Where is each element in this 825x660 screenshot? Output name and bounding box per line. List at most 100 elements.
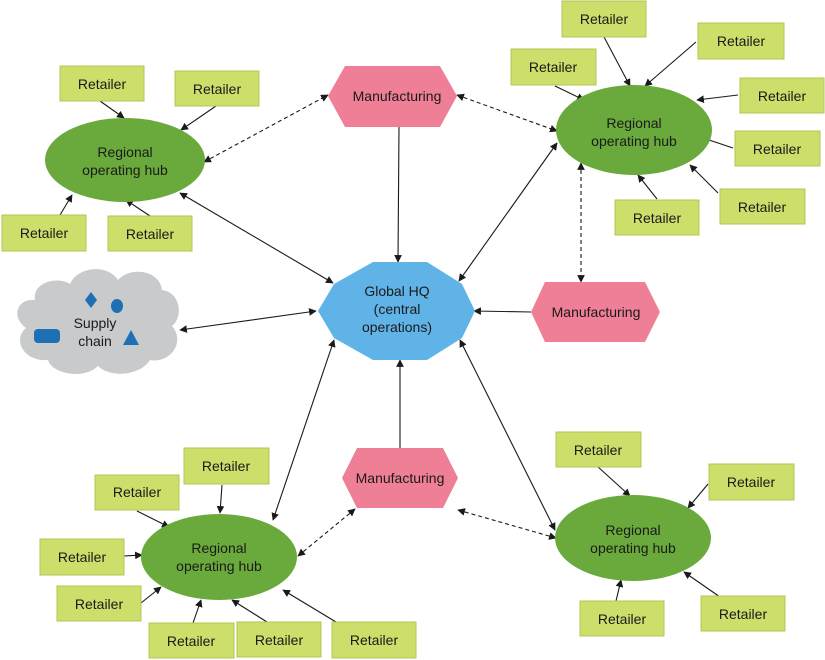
retailer-node: Retailer	[579, 600, 665, 637]
edge-hub-sw-hq	[271, 339, 336, 521]
manufacturing-right: Manufacturing	[531, 282, 660, 342]
retailer-node: Retailer	[236, 621, 322, 658]
edge-mfg-top-hub-nw	[203, 94, 329, 163]
edge-mfg-top-hq	[394, 126, 402, 263]
manufacturing-top-shape	[328, 66, 457, 127]
retailer-node: Retailer	[59, 65, 145, 102]
retailer-label: Retailer	[738, 199, 787, 215]
edge-retailer-hub-nw	[59, 194, 73, 216]
retailer-label: Retailer	[75, 596, 124, 612]
retailer-label: Retailer	[598, 611, 647, 627]
retailer-node: Retailer	[183, 447, 270, 485]
edge-retailer-hub-sw	[192, 599, 203, 624]
retailer-label: Retailer	[580, 11, 629, 27]
edge-retailer-hub-ne	[603, 36, 631, 87]
retailer-node: Retailer	[614, 199, 700, 236]
supply-chain-label-line-1: Supply	[74, 315, 117, 331]
edge-retailer-hub-sw	[282, 589, 337, 623]
hq-label-line-1: Global HQ	[364, 283, 429, 299]
edge-retailer-hub-sw	[231, 599, 268, 623]
retailer-node: Retailer	[739, 77, 825, 114]
triangle-icon	[123, 330, 139, 345]
hub-se-shape	[555, 495, 711, 581]
retailer-node: Retailer	[56, 585, 142, 622]
hub-sw: Regional operating hub	[141, 514, 297, 600]
retailer-node: Retailer	[1, 214, 87, 252]
rectangle-icon	[34, 329, 60, 343]
hq-label-line-2: (central	[374, 301, 421, 317]
edge-retailer-hub-nw	[180, 105, 217, 131]
retailer-node: Retailer	[708, 463, 795, 501]
hub-nw-shape	[45, 118, 205, 202]
retailer-label: Retailer	[719, 606, 768, 622]
edge-hub-nw-hq	[179, 192, 334, 284]
retailer-node: Retailer	[94, 474, 180, 511]
global-hq-shape	[318, 262, 475, 360]
edge-retailer-hub-ne	[637, 174, 658, 200]
retailer-label: Retailer	[58, 549, 107, 565]
retailer-label: Retailer	[758, 88, 807, 104]
retailer-node: Retailer	[107, 215, 193, 252]
retailer-label: Retailer	[20, 225, 69, 241]
retailer-label: Retailer	[78, 76, 127, 92]
hub-nw-label-line-2: operating hub	[82, 162, 168, 178]
retailer-label: Retailer	[193, 81, 242, 97]
retailer-node: Retailer	[510, 48, 597, 86]
retailer-label: Retailer	[574, 442, 623, 458]
manufacturing-right-label: Manufacturing	[552, 304, 641, 320]
hub-se: Regional operating hub	[555, 495, 711, 581]
retailer-label: Retailer	[633, 210, 682, 226]
hub-nw-label-line-1: Regional	[97, 144, 152, 160]
hub-nw: Regional operating hub	[45, 118, 205, 202]
retailer-label: Retailer	[167, 633, 216, 649]
edge-retailer-hub-ne	[554, 85, 585, 101]
retailer-label: Retailer	[727, 474, 776, 490]
edge-retailer-hub-nw	[125, 199, 151, 217]
retailer-label: Retailer	[255, 632, 304, 648]
connections	[59, 36, 739, 624]
retailer-node: Retailer	[174, 70, 260, 107]
retailer-label: Retailer	[350, 632, 399, 648]
retailer-label: Retailer	[529, 59, 578, 75]
edge-retailer-hub-sw	[123, 551, 143, 560]
hub-se-label-line-1: Regional	[605, 522, 660, 538]
manufacturing-bottom-label: Manufacturing	[356, 470, 445, 486]
hub-ne: Regional operating hub	[556, 85, 712, 175]
global-hq: Global HQ (central operations)	[318, 262, 475, 360]
supply-chain-label-line-2: chain	[78, 333, 111, 349]
edge-mfg-right-hq	[473, 307, 532, 315]
supply-chain: Supply chain	[17, 269, 179, 374]
retailer-node: Retailer	[734, 130, 821, 167]
hub-sw-label-line-1: Regional	[191, 540, 246, 556]
retailer-node: Retailer	[148, 622, 235, 659]
edge-retailer-hub-sw	[216, 484, 225, 514]
hub-ne-shape	[556, 85, 712, 175]
edge-supply-hq	[179, 308, 317, 333]
retailer-node: Retailer	[697, 22, 785, 60]
edge-retailer-hub-se	[687, 483, 709, 509]
retailer-node: Retailer	[555, 431, 642, 468]
edge-retailer-hub-sw	[136, 510, 170, 528]
edge-mfg-bottom-hub-se	[457, 508, 557, 540]
manufacturing-bottom: Manufacturing	[342, 448, 458, 508]
retailer-node: Retailer	[561, 0, 647, 38]
retailer-node: Retailer	[39, 538, 125, 576]
edge-retailer-hub-sw	[140, 586, 162, 604]
edge-retailer-hub-ne	[689, 164, 719, 194]
oval-icon	[111, 299, 123, 313]
retailer-node: Retailer	[331, 621, 417, 659]
edge-retailer-hub-nw	[99, 100, 125, 119]
diamond-icon	[85, 292, 97, 308]
retailer-label: Retailer	[126, 226, 175, 242]
retailer-label: Retailer	[202, 458, 251, 474]
edge-hub-ne-hq	[458, 142, 558, 282]
edge-hub-se-hq	[459, 339, 556, 531]
manufacturing-bottom-shape	[342, 448, 458, 508]
manufacturing-top: Manufacturing	[328, 66, 457, 127]
retailer-node: Retailer	[700, 595, 786, 632]
retailer-label: Retailer	[113, 484, 162, 500]
edge-retailer-hub-se	[615, 579, 624, 602]
hq-label-line-3: operations)	[362, 319, 432, 335]
